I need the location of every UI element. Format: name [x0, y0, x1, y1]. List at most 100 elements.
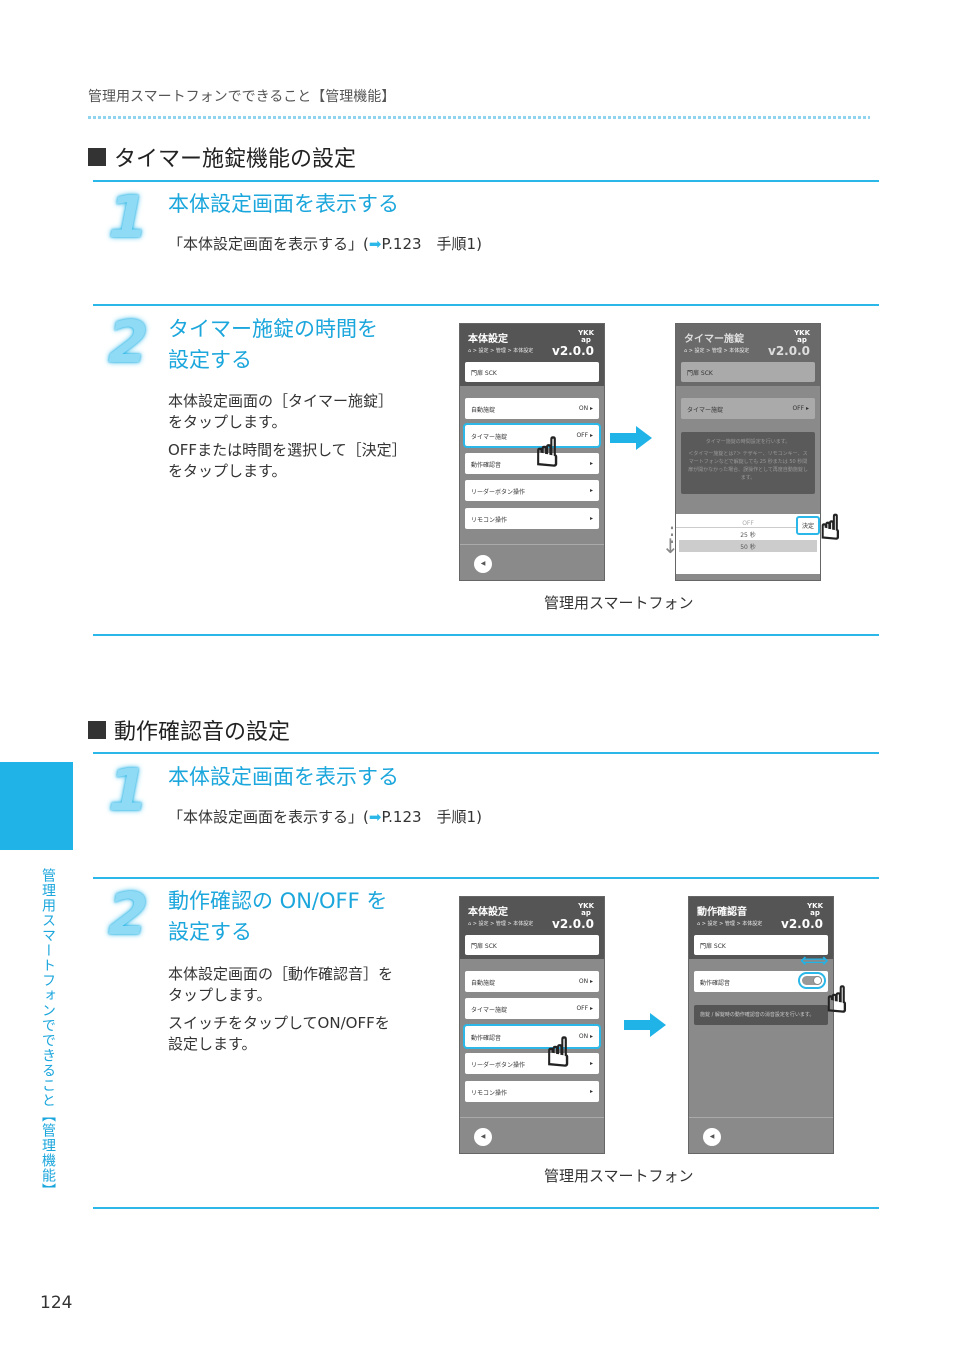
- text: 手順1): [421, 235, 482, 253]
- section-title: タイマー施錠機能の設定: [88, 141, 356, 173]
- step-title: 本体設定画面を表示する: [168, 192, 399, 216]
- step-number: 2: [108, 880, 149, 948]
- title-line: 設定する: [168, 920, 252, 944]
- time-picker[interactable]: OFF 25 秒 50 秒 決定: [676, 514, 820, 574]
- figure-caption: 管理用スマートフォン: [544, 1167, 694, 1185]
- step-text: 本体設定画面の［タイマー施錠］ をタップします。 OFFまたは時間を選択して［決定］…: [168, 391, 407, 482]
- breadcrumb: ⌂ > 設定 > 管理 > 本体設定: [697, 921, 763, 927]
- square-bullet-icon: [88, 148, 106, 166]
- running-header: 管理用スマートフォンでできること【管理機能】: [88, 89, 396, 105]
- chapter-tab: [0, 762, 73, 850]
- divider: [93, 634, 879, 636]
- row-reader-button[interactable]: リーダーボタン操作: [465, 480, 599, 501]
- text: スイッチをタップしてON/OFFを: [168, 1014, 390, 1032]
- text: 本体設定画面の［タイマー施錠］: [168, 392, 394, 410]
- text: OFFまたは時間を選択して［決定］: [168, 441, 407, 459]
- device-name: 門扉 SCK: [694, 935, 828, 955]
- timer-info: タイマー施錠の時間設定を行います。＜タイマー施錠とは?＞ テザキー、リモコンキー…: [681, 432, 815, 494]
- back-button[interactable]: ◀: [703, 1128, 721, 1146]
- back-button[interactable]: ◀: [474, 555, 492, 573]
- page-number: 124: [40, 1293, 73, 1313]
- title-line: 設定する: [168, 348, 252, 372]
- step-title: 動作確認の ON/OFF を設定する: [168, 886, 387, 948]
- tap-hand-icon: ☝: [545, 1029, 571, 1077]
- arrow-right-icon: ➡: [368, 808, 382, 826]
- breadcrumb: ⌂ > 設定 > 管理 > 本体設定: [684, 348, 750, 354]
- tap-hand-icon: ☝: [825, 979, 848, 1022]
- text: タップします。: [168, 986, 272, 1004]
- text: をタップします。: [168, 413, 287, 431]
- square-bullet-icon: [88, 721, 106, 739]
- arrow-right-icon: ➡: [368, 235, 382, 253]
- divider: [93, 752, 879, 754]
- divider: [93, 180, 879, 182]
- step-number: 1: [108, 183, 149, 251]
- picker-option[interactable]: 25 秒: [740, 532, 756, 539]
- text: 手順1): [421, 808, 482, 826]
- swipe-arrow-icon: ⟺: [800, 948, 829, 972]
- page-reference-link[interactable]: P.123: [381, 808, 422, 826]
- version: v2.0.0: [552, 344, 594, 358]
- row-reader-button[interactable]: リーダーボタン操作: [465, 1053, 599, 1074]
- version: v2.0.0: [781, 917, 823, 931]
- row-sound[interactable]: 動作確認音: [465, 453, 599, 474]
- picker-option[interactable]: OFF: [676, 514, 820, 528]
- row-sound: 動作確認音: [694, 971, 828, 992]
- header-divider: [88, 116, 870, 119]
- breadcrumb: ⌂ > 設定 > 管理 > 本体設定: [468, 921, 534, 927]
- step-title: タイマー施錠の時間を設定する: [168, 314, 378, 376]
- text: をタップします。: [168, 462, 287, 480]
- text: 設定します。: [168, 1035, 257, 1053]
- step-text: 「本体設定画面を表示する」(➡P.123 手順1): [168, 807, 482, 828]
- divider: [93, 304, 879, 306]
- version: v2.0.0: [552, 917, 594, 931]
- section-title: 動作確認音の設定: [88, 714, 290, 746]
- scroll-down-icon: ⋮↓: [662, 522, 682, 558]
- arrow-right-icon: [624, 1013, 666, 1037]
- sound-info: 施錠 / 解錠時の動作確認音の消音設定を行います。: [694, 1005, 828, 1025]
- text: 本体設定画面の［動作確認音］を: [168, 965, 394, 983]
- chapter-label: 管理用スマートフォンでできること【管理機能】: [40, 868, 56, 1198]
- device-name: 門扉 SCK: [465, 362, 599, 382]
- row-remote[interactable]: リモコン操作: [465, 1081, 599, 1102]
- device-name: 門扉 SCK: [681, 362, 815, 382]
- back-button[interactable]: ◀: [474, 1128, 492, 1146]
- breadcrumb: ⌂ > 設定 > 管理 > 本体設定: [468, 348, 534, 354]
- section-title-text: 動作確認音の設定: [114, 720, 291, 745]
- screen-title: 本体設定: [468, 334, 508, 345]
- figure-caption: 管理用スマートフォン: [544, 594, 694, 612]
- screen-title: タイマー施錠: [684, 334, 744, 345]
- divider: [93, 877, 879, 879]
- step-title: 本体設定画面を表示する: [168, 765, 399, 789]
- screen-title: 動作確認音: [697, 907, 747, 918]
- picker-option-selected[interactable]: 50 秒: [679, 540, 817, 552]
- version: v2.0.0: [768, 344, 810, 358]
- text: 「本体設定画面を表示する」(: [168, 235, 369, 253]
- decide-button[interactable]: 決定: [795, 516, 820, 535]
- row-remote[interactable]: リモコン操作: [465, 508, 599, 529]
- divider: [93, 1207, 879, 1209]
- title-line: 動作確認の ON/OFF を: [168, 889, 388, 913]
- step-number: 2: [108, 308, 149, 376]
- sound-toggle-switch[interactable]: [798, 972, 826, 989]
- step-text: 「本体設定画面を表示する」(➡P.123 手順1): [168, 234, 482, 255]
- section-title-text: タイマー施錠機能の設定: [114, 147, 357, 172]
- step-number: 1: [108, 756, 149, 824]
- tap-hand-icon: ☝: [534, 429, 560, 477]
- device-name: 門扉 SCK: [465, 935, 599, 955]
- page-reference-link[interactable]: P.123: [381, 235, 422, 253]
